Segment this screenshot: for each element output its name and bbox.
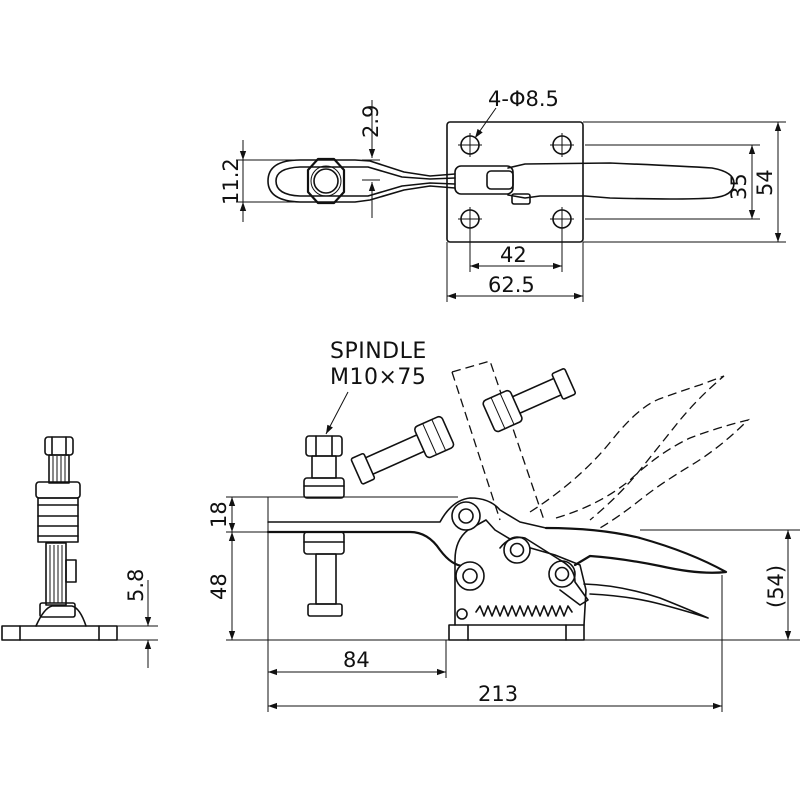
spindle-label-text: SPINDLE xyxy=(330,339,427,364)
dim-62-5-text: 62.5 xyxy=(488,273,535,297)
dim-62-5: 62.5 xyxy=(446,242,584,302)
spindle-label: SPINDLE M10×75 xyxy=(325,339,427,435)
dim-54-ref-text: (54) xyxy=(764,565,788,608)
dim-5-8-text: 5.8 xyxy=(124,569,148,602)
dim-18: 18 xyxy=(207,496,458,533)
side-spindle xyxy=(303,435,345,617)
ghost-handle-1 xyxy=(529,375,725,521)
end-hex-head xyxy=(44,436,74,456)
dim-11-2: 11.2 xyxy=(219,140,300,222)
side-clamp-arm-top xyxy=(267,497,547,529)
dim-213-text: 213 xyxy=(478,682,518,706)
dim-84: 84 xyxy=(268,640,447,678)
side-clamp-arm xyxy=(266,530,480,568)
side-handle xyxy=(544,526,728,574)
top-view: 2.9 11.2 4-Φ8.5 35 54 xyxy=(219,87,786,302)
dim-5-8: 5.8 xyxy=(117,569,158,668)
dim-18-text: 18 xyxy=(207,501,231,528)
dim-54-top-text: 54 xyxy=(753,169,777,196)
spindle-hex-nut xyxy=(306,157,346,205)
end-base xyxy=(1,625,118,641)
side-body xyxy=(454,519,587,626)
hole-callout-text: 4-Φ8.5 xyxy=(488,87,559,111)
dim-42-text: 42 xyxy=(500,243,527,267)
top-handle xyxy=(507,162,735,200)
dim-48: 48 xyxy=(207,532,449,641)
side-base-plate xyxy=(448,624,585,641)
hole-callout: 4-Φ8.5 xyxy=(474,87,559,139)
side-view: SPINDLE M10×75 18 48 84 213 xyxy=(207,339,800,712)
dim-42: 42 xyxy=(469,230,563,272)
dim-35-text: 35 xyxy=(727,173,751,200)
dim-54-ref: (54) xyxy=(584,529,800,641)
ghost-spindle-1 xyxy=(350,415,455,485)
end-stud xyxy=(45,542,67,606)
dim-48-text: 48 xyxy=(207,573,231,600)
ghost-handle-2 xyxy=(555,418,751,529)
spring xyxy=(475,605,573,617)
end-view: 5.8 xyxy=(1,436,158,668)
swing-envelope xyxy=(451,360,545,521)
dim-54-top: 54 xyxy=(583,121,786,243)
pivot-lower xyxy=(455,561,485,591)
ghost-spindle-2 xyxy=(482,368,577,433)
pivot-handle xyxy=(548,560,576,588)
top-base-plate xyxy=(446,121,584,243)
spindle-size-text: M10×75 xyxy=(330,365,426,390)
dim-2-9: 2.9 xyxy=(359,100,383,218)
dim-11-2-text: 11.2 xyxy=(219,158,243,205)
dim-213: 213 xyxy=(268,575,723,712)
pivot-main xyxy=(451,501,481,531)
dim-84-text: 84 xyxy=(343,648,370,672)
dim-35: 35 xyxy=(585,144,760,220)
dim-2-9-text: 2.9 xyxy=(359,105,383,138)
mounting-holes xyxy=(458,133,574,231)
